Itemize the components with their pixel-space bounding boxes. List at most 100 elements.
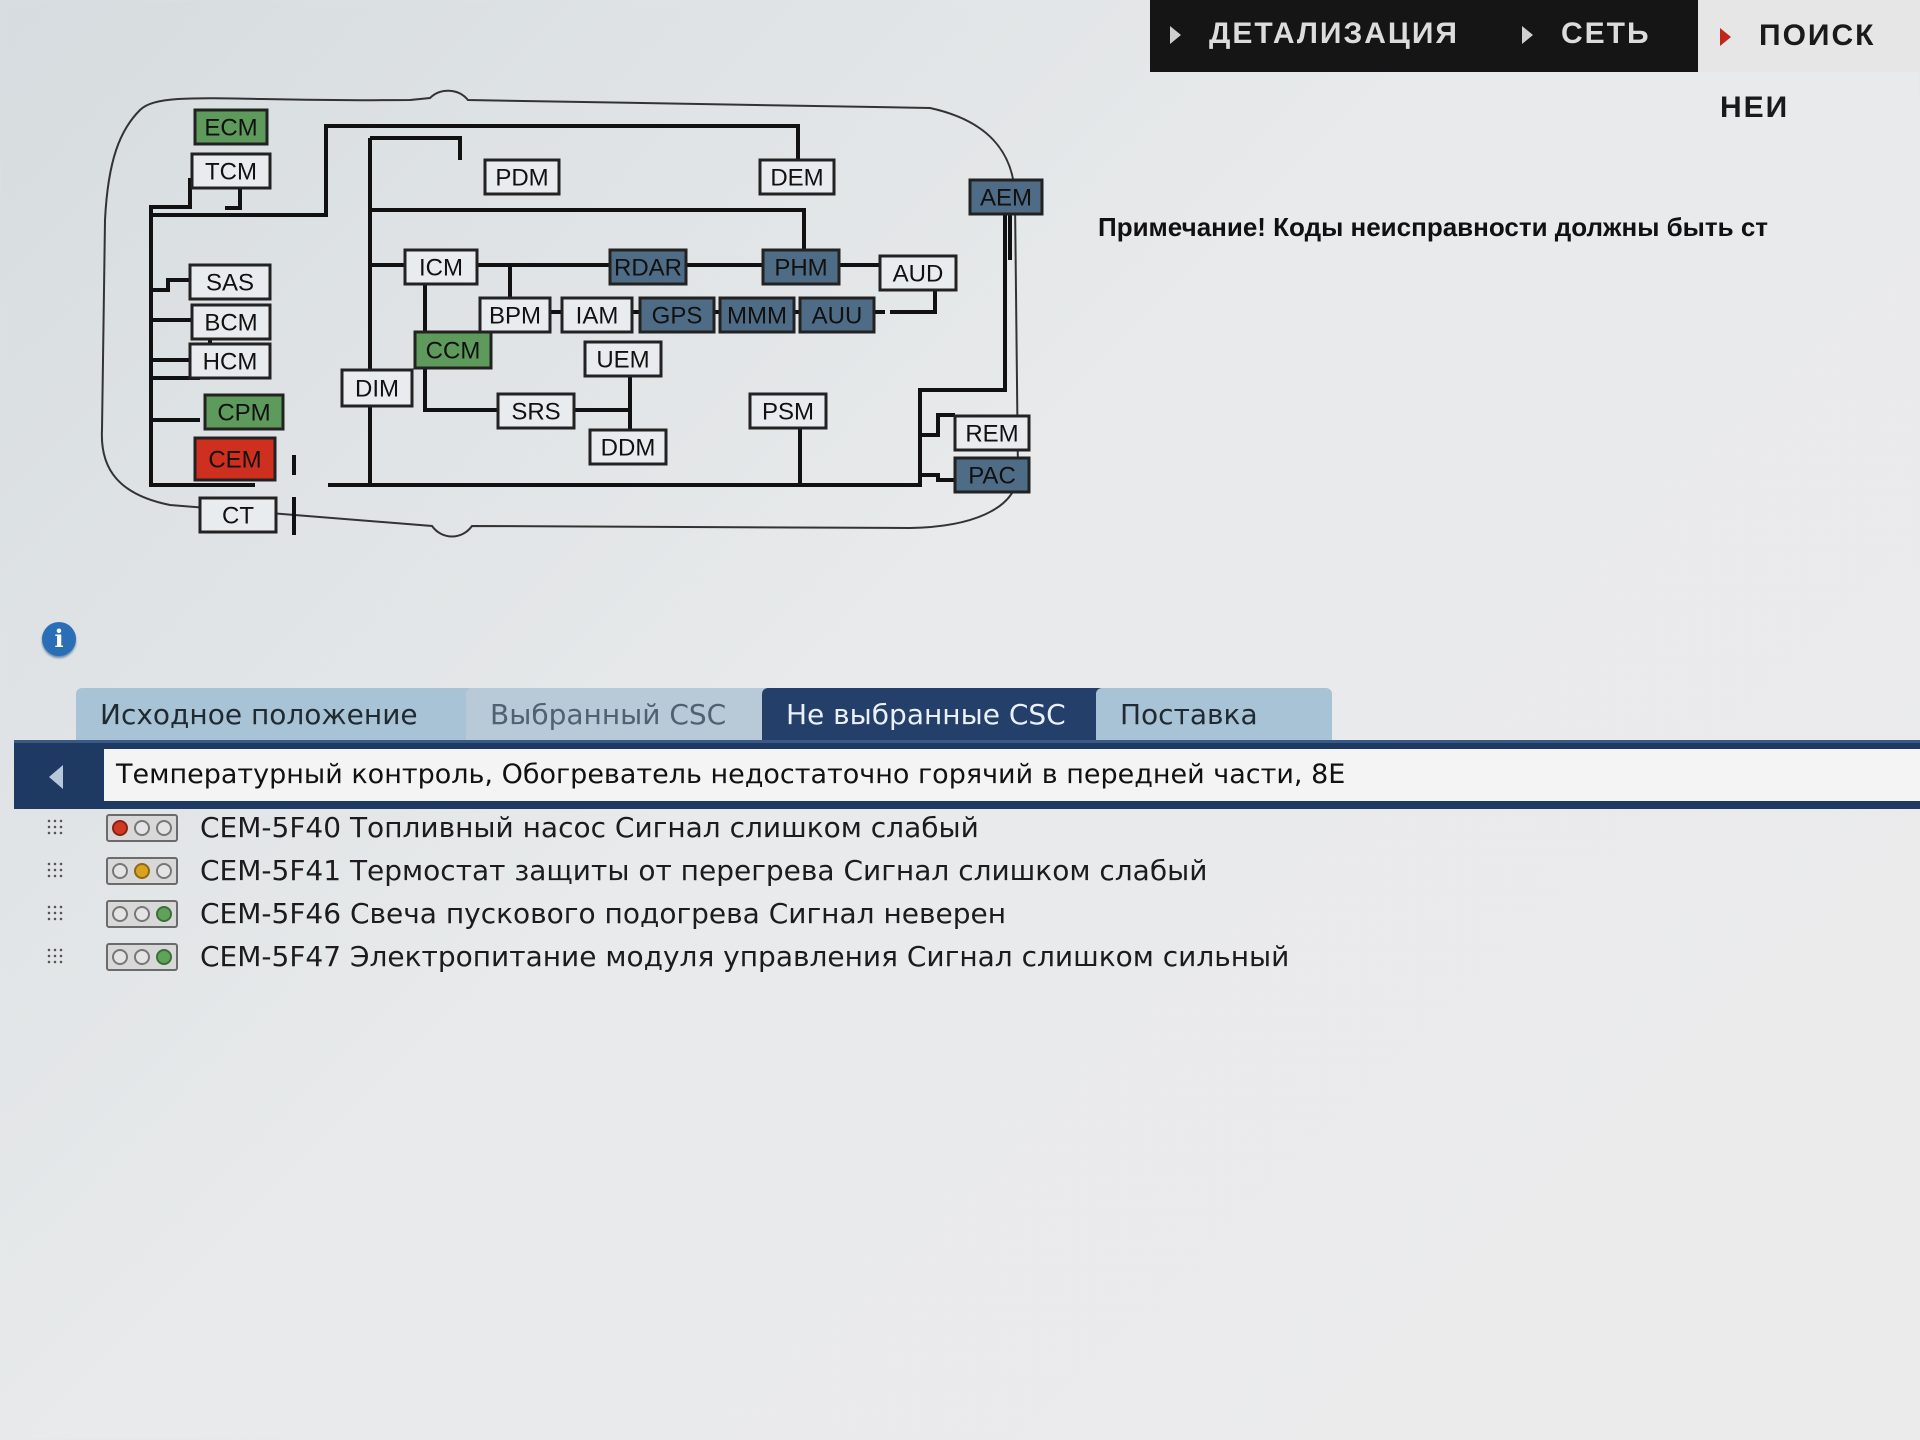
module-label: UEM xyxy=(596,347,649,374)
module-box xyxy=(203,393,285,431)
nav-tab-network[interactable]: СЕТЬ xyxy=(1522,14,1651,54)
module-ddm[interactable]: DDM xyxy=(588,428,668,466)
module-ct[interactable]: CT xyxy=(198,496,278,534)
module-mmm[interactable]: MMM xyxy=(718,296,796,334)
tab-label: Выбранный CSC xyxy=(490,698,727,731)
module-cpm[interactable]: CPM xyxy=(203,393,285,431)
module-label: CCM xyxy=(426,338,481,365)
tab-label: Не выбранные CSC xyxy=(786,698,1066,731)
module-box xyxy=(190,152,272,190)
module-box xyxy=(560,296,634,334)
drag-handle-icon[interactable] xyxy=(46,904,64,922)
module-uem[interactable]: UEM xyxy=(583,340,663,378)
module-label: DEM xyxy=(770,165,823,192)
module-box xyxy=(608,248,688,286)
drag-handle-icon[interactable] xyxy=(46,947,64,965)
module-cem[interactable]: CEM xyxy=(193,436,277,482)
module-label: GPS xyxy=(652,303,703,330)
module-label: HCM xyxy=(203,349,258,376)
tab-selected-csc[interactable]: Выбранный CSC xyxy=(466,688,812,740)
module-hcm[interactable]: HCM xyxy=(188,342,272,380)
module-label: PDM xyxy=(495,165,548,192)
module-box xyxy=(483,158,561,196)
module-box xyxy=(478,296,552,334)
dtc-text: CEM-5F47 Электропитание модуля управлени… xyxy=(200,940,1290,973)
selected-csc-field[interactable]: Температурный контроль, Обогреватель нед… xyxy=(104,749,1920,801)
module-srs[interactable]: SRS xyxy=(496,392,576,430)
module-label: DDM xyxy=(601,435,656,462)
dtc-row[interactable]: CEM-5F40 Топливный насос Сигнал слишком … xyxy=(40,806,1920,849)
module-box xyxy=(968,178,1044,216)
module-label: MMM xyxy=(727,303,787,330)
nav-tab-label: ПОИСК НЕИ xyxy=(1720,19,1876,124)
module-aem[interactable]: AEM xyxy=(968,178,1044,216)
vehicle-outline xyxy=(100,89,1020,538)
module-ccm[interactable]: CCM xyxy=(413,330,493,370)
nav-tab-detail[interactable]: ДЕТАЛИЗАЦИЯ xyxy=(1170,14,1459,54)
module-aud[interactable]: AUD xyxy=(878,254,958,292)
tab-label: Поставка xyxy=(1120,698,1258,731)
tab-delivery[interactable]: Поставка xyxy=(1096,688,1332,740)
dtc-row[interactable]: CEM-5F47 Электропитание модуля управлени… xyxy=(40,935,1920,978)
module-box xyxy=(953,414,1031,452)
module-pdm[interactable]: PDM xyxy=(483,158,561,196)
module-phm[interactable]: PHM xyxy=(761,248,841,286)
module-dim[interactable]: DIM xyxy=(340,368,414,408)
module-icm[interactable]: ICM xyxy=(403,248,479,286)
module-label: CEM xyxy=(208,447,261,474)
dtc-row[interactable]: CEM-5F41 Термостат защиты от перегрева С… xyxy=(40,849,1920,892)
module-label: REM xyxy=(965,421,1018,448)
module-box xyxy=(403,248,479,286)
module-box xyxy=(193,108,269,146)
caret-right-icon xyxy=(1522,26,1533,45)
tab-unselected-csc[interactable]: Не выбранные CSC xyxy=(762,688,1128,740)
module-label: ICM xyxy=(419,255,463,282)
module-box xyxy=(878,254,958,292)
top-navigation: ДЕТАЛИЗАЦИЯ СЕТЬ ПОИСК НЕИ xyxy=(1150,0,1920,124)
drag-handle-icon[interactable] xyxy=(46,818,64,836)
module-psm[interactable]: PSM xyxy=(748,392,828,430)
module-auu[interactable]: AUU xyxy=(798,296,876,334)
module-box xyxy=(758,158,836,196)
module-label: DIM xyxy=(355,376,399,403)
dtc-row[interactable]: CEM-5F46 Свеча пускового подогрева Сигна… xyxy=(40,892,1920,935)
module-bcm[interactable]: BCM xyxy=(190,303,272,341)
note-text: Примечание! Коды неисправности должны бы… xyxy=(1098,212,1769,242)
nav-tab-label: СЕТЬ xyxy=(1561,17,1651,50)
module-label: AUU xyxy=(812,303,863,330)
module-iam[interactable]: IAM xyxy=(560,296,634,334)
module-sas[interactable]: SAS xyxy=(188,263,272,301)
module-label: CPM xyxy=(217,400,270,427)
module-dem[interactable]: DEM xyxy=(758,158,836,196)
info-icon[interactable]: i xyxy=(42,622,76,656)
module-box xyxy=(198,496,278,534)
module-label: AUD xyxy=(893,261,944,288)
module-label: BPM xyxy=(489,303,541,330)
module-label: PAC xyxy=(968,463,1016,490)
nav-tab-label: ДЕТАЛИЗАЦИЯ xyxy=(1209,17,1459,50)
module-gps[interactable]: GPS xyxy=(638,296,716,334)
module-box xyxy=(718,296,796,334)
nav-tab-fault-search[interactable]: ПОИСК НЕИ xyxy=(1698,0,1920,124)
module-label: AEM xyxy=(980,185,1032,212)
dtc-text: CEM-5F41 Термостат защиты от перегрева С… xyxy=(200,854,1208,887)
module-box xyxy=(188,263,272,301)
module-box xyxy=(583,340,663,378)
traffic-light-icon xyxy=(106,900,178,928)
modules-layer: ECM TCM SAS BCM HCM CPM CEM CT DIM PDM DEM AEM ICM RD… xyxy=(188,108,1044,534)
drag-handle-icon[interactable] xyxy=(46,861,64,879)
module-label: TCM xyxy=(205,159,257,186)
module-rdar[interactable]: RDAR xyxy=(608,248,688,286)
tab-initial-position[interactable]: Исходное положение xyxy=(76,688,490,740)
module-pac[interactable]: PAC xyxy=(953,456,1031,494)
selection-bar: Температурный контроль, Обогреватель нед… xyxy=(14,740,1920,809)
module-ecm[interactable]: ECM xyxy=(193,108,269,146)
module-bpm[interactable]: BPM xyxy=(478,296,552,334)
module-label: SAS xyxy=(206,270,254,297)
back-button[interactable] xyxy=(14,743,98,809)
module-rem[interactable]: REM xyxy=(953,414,1031,452)
module-tcm[interactable]: TCM xyxy=(190,152,272,190)
module-box xyxy=(193,436,277,482)
traffic-light-icon xyxy=(106,814,178,842)
module-box xyxy=(413,330,493,370)
